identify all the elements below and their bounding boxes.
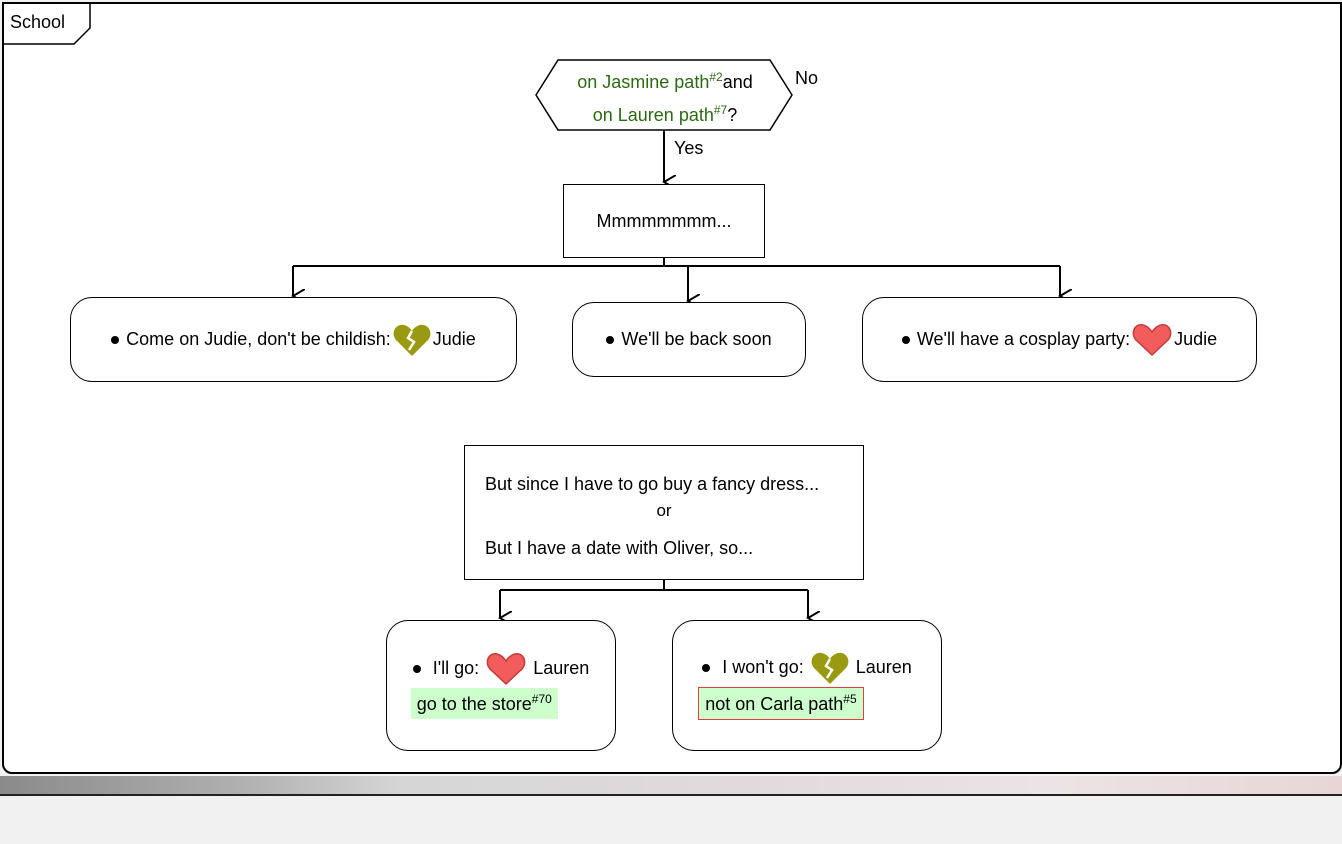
condition-jasmine-ref: #2 xyxy=(709,70,723,84)
tag-ref: #70 xyxy=(531,692,552,706)
condition-and: and xyxy=(722,72,753,92)
choice-wont-go[interactable]: I won't go: Lauren not on Carla path#5 xyxy=(672,620,942,751)
choice-ill-go[interactable]: I'll go: Lauren go to the store#70 xyxy=(386,620,616,751)
activity-main-text: Mmmmmmmm... xyxy=(596,210,732,231)
choice-text: We'll be back soon xyxy=(621,329,772,349)
choice-target: Lauren xyxy=(533,657,590,678)
choice-tag: not on Carla path#5 xyxy=(698,687,864,720)
heart-icon xyxy=(486,653,526,686)
choice-target: Judie xyxy=(432,329,476,349)
choice-cosplay[interactable]: We'll have a cosplay party: Judie xyxy=(862,297,1257,382)
no-label: No xyxy=(795,68,819,88)
broken-heart-icon xyxy=(393,324,431,356)
choice-target: Judie xyxy=(1174,329,1218,349)
tag-ref: #5 xyxy=(843,692,857,706)
decision-condition: on Jasmine path#2and on Lauren path#7? xyxy=(560,63,770,129)
bullet-icon xyxy=(702,664,711,672)
condition-lauren-ref: #7 xyxy=(713,103,728,117)
choice-text: I'll go: xyxy=(432,657,480,678)
frame-title: School xyxy=(4,4,76,42)
heart-icon xyxy=(1132,323,1172,356)
background-strip xyxy=(0,776,1342,796)
bullet-icon xyxy=(111,335,120,344)
condition-lauren: on Lauren path xyxy=(592,105,714,125)
frame-tab-border xyxy=(4,4,91,45)
choice-text: We'll have a cosplay party: xyxy=(916,329,1131,349)
condition-jasmine: on Jasmine path xyxy=(577,72,710,92)
background-bottom xyxy=(0,794,1342,844)
choice-childish[interactable]: Come on Judie, don't be childish: Judie xyxy=(70,297,517,382)
tag-text: not on Carla path xyxy=(705,694,844,714)
split-box: But since I have to go buy a fancy dress… xyxy=(464,445,864,580)
choice-text: Come on Judie, don't be childish: xyxy=(126,329,391,349)
bullet-icon xyxy=(606,335,615,344)
bullet-icon xyxy=(901,335,910,344)
decision-hexagon xyxy=(535,59,793,131)
split-separator-label: or xyxy=(656,501,672,520)
activity-main: Mmmmmmmm... xyxy=(563,184,765,258)
choice-tag: go to the store#70 xyxy=(410,688,558,719)
choice-back-soon[interactable]: We'll be back soon xyxy=(572,302,806,377)
condition-question: ? xyxy=(727,105,738,125)
tag-text: go to the store xyxy=(416,694,532,714)
bullet-icon xyxy=(412,665,421,673)
split-option-2: But I have a date with Oliver, so... xyxy=(485,538,754,558)
split-option-1: But since I have to go buy a fancy dress… xyxy=(485,474,820,494)
broken-heart-icon xyxy=(811,652,849,684)
choice-target: Lauren xyxy=(855,656,912,677)
choice-text: I won't go: xyxy=(722,656,804,677)
yes-label: Yes xyxy=(674,138,704,158)
